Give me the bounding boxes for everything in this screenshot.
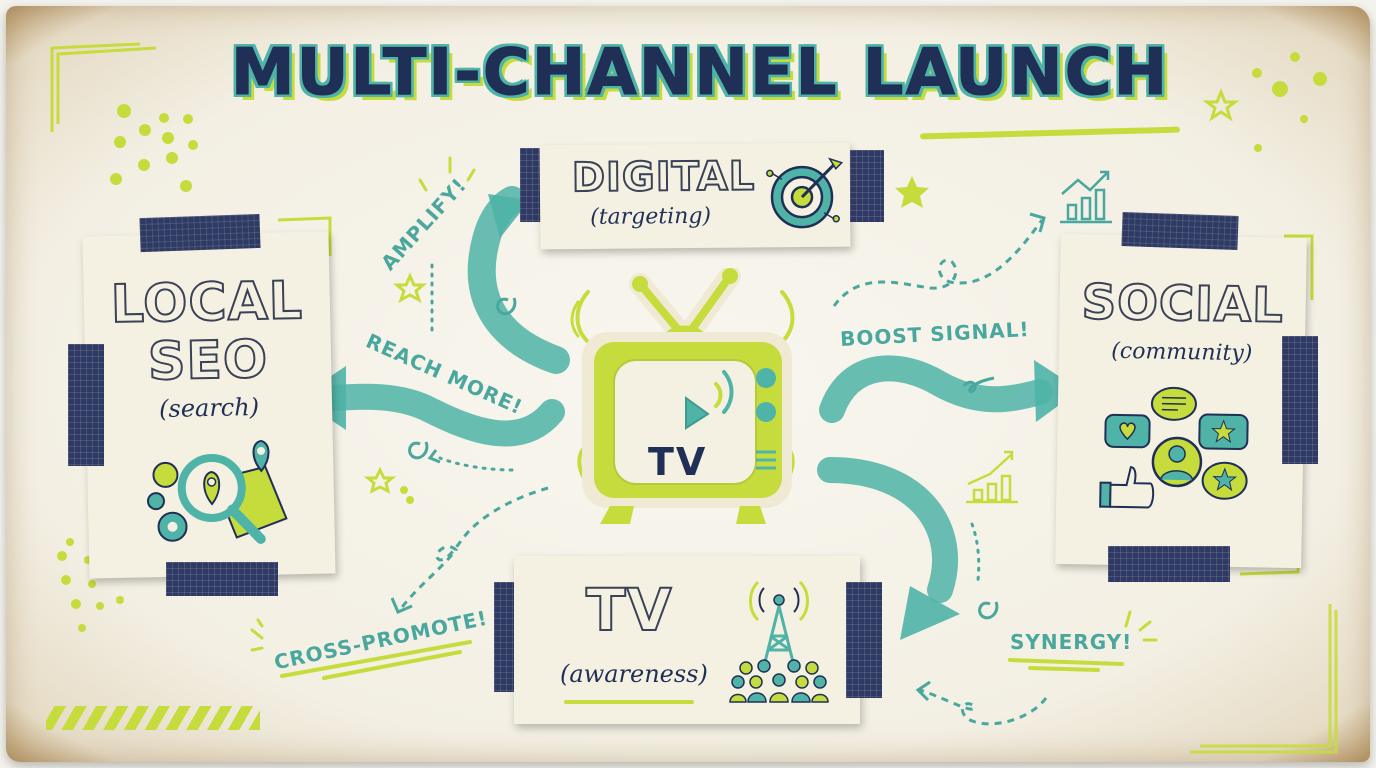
channel-subtitle: (targeting) [590,203,712,230]
page-title: MULTI-CHANNEL LAUNCH [230,36,1170,111]
channel-title: SOCIAL [1080,273,1285,335]
channel-card-local-seo: LOCAL SEO (search) [82,231,336,579]
channel-title: LOCAL SEO [109,270,304,393]
subtitle-underline [564,700,694,704]
channel-subtitle: (community) [1111,338,1253,367]
magnifier-map-pin-icon [147,439,288,544]
tape-strip [139,213,261,253]
central-tv-label: TV [648,440,708,484]
target-arrow-icon [766,157,844,229]
tape-strip [850,150,884,222]
tape-strip [1282,336,1318,464]
channel-subtitle: (search) [158,392,260,424]
central-tv: TV [560,265,810,528]
striped-tape-decoration [46,706,260,730]
channel-card-digital: DIGITAL (targeting) [539,142,851,250]
annotation-synergy: SYNERGY! [1010,630,1133,654]
broadcast-tower-audience-icon [729,580,829,703]
tape-strip [1108,546,1230,582]
tape-strip [846,582,882,698]
channel-title: TV [585,575,673,645]
channel-card-tv: TV (awareness) [514,556,860,724]
tape-strip [1121,211,1239,251]
tape-strip [68,344,104,466]
retro-tv-icon [570,265,795,524]
channel-subtitle: (awareness) [560,660,708,688]
channel-title: DIGITAL [571,152,757,202]
channel-card-social: SOCIAL (community) [1055,233,1307,569]
tape-strip [166,562,278,596]
chat-bubbles-icon [1099,386,1249,509]
